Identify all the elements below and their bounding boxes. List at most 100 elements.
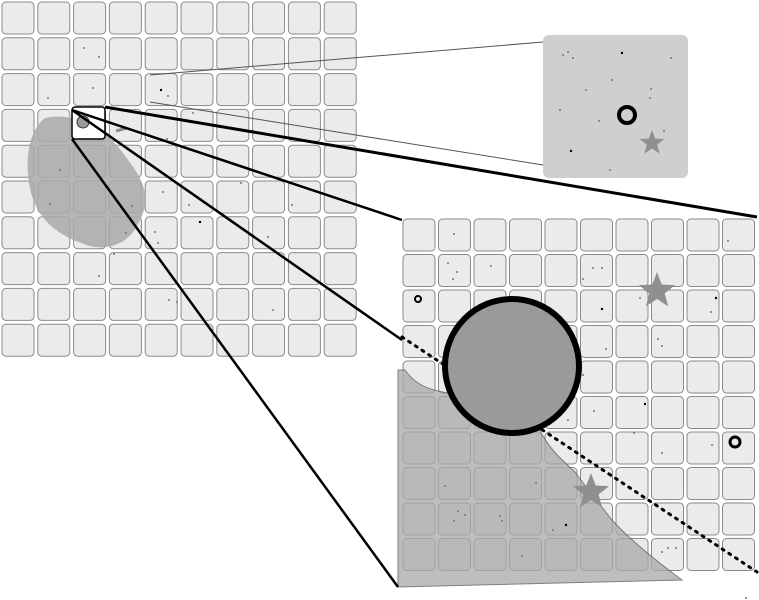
zoom-grid-cell xyxy=(402,254,436,287)
stray-dot xyxy=(745,597,747,599)
dot xyxy=(176,301,178,303)
dot xyxy=(452,278,454,280)
zoom-grid-cell xyxy=(580,254,613,287)
grid-cell xyxy=(180,1,214,35)
grid-cell xyxy=(323,1,357,35)
star-icon xyxy=(639,130,665,154)
grid-cell xyxy=(144,37,178,71)
grid-cell xyxy=(1,1,35,35)
grid-cell xyxy=(287,1,321,35)
grid-cell xyxy=(216,37,250,71)
dot xyxy=(670,57,672,59)
grid-cell xyxy=(252,216,286,250)
dot xyxy=(159,88,163,92)
zoom-grid-cell xyxy=(651,325,684,358)
connector-line xyxy=(71,108,403,342)
inset-connector-line xyxy=(149,41,544,76)
grid-cell xyxy=(73,323,107,357)
dot xyxy=(661,345,663,347)
zoom-grid-cell xyxy=(615,502,649,536)
grid-cell xyxy=(108,37,142,71)
zoom-grid-cell xyxy=(686,254,720,287)
zoom-grid-cell xyxy=(438,289,471,323)
grid-cell xyxy=(73,252,107,286)
ring-icon xyxy=(414,295,422,303)
zoom-grid-cell xyxy=(580,289,613,323)
dot xyxy=(552,529,554,531)
main-grid-dots xyxy=(47,47,293,311)
zoom-grid-cell xyxy=(686,431,720,465)
dot xyxy=(501,520,503,522)
grid-cell xyxy=(216,73,250,107)
dot xyxy=(131,205,133,207)
dot xyxy=(162,191,164,193)
dot xyxy=(49,203,51,205)
star-icon xyxy=(638,272,676,307)
dot xyxy=(661,452,663,454)
grid-cell xyxy=(73,287,107,321)
grid-cell xyxy=(144,287,178,321)
dot xyxy=(521,555,523,557)
zoom-grid-cell xyxy=(402,218,436,252)
dot xyxy=(582,278,584,280)
zoom-grid-cell xyxy=(438,218,471,252)
grid-cell xyxy=(180,144,214,178)
dot xyxy=(611,79,613,81)
dot xyxy=(453,520,455,522)
dot xyxy=(499,515,501,517)
zoom-grid-cell xyxy=(722,467,755,500)
grid-cell xyxy=(144,323,178,357)
grid-cell xyxy=(144,1,178,35)
inset-dots xyxy=(559,51,672,171)
inset-connector-line xyxy=(149,101,544,166)
zoom-grid-cell xyxy=(651,218,684,252)
grid-cell xyxy=(287,287,321,321)
grid-cell xyxy=(144,252,178,286)
dot xyxy=(92,87,94,89)
zoom-grid-cell xyxy=(722,396,755,429)
ring-icon xyxy=(617,105,637,125)
zoom-grid-cell xyxy=(615,218,649,252)
grid-cell xyxy=(287,180,321,214)
grid-cell xyxy=(1,180,35,214)
grid-cell xyxy=(252,287,286,321)
dot xyxy=(167,95,169,97)
dot xyxy=(650,88,652,90)
grid-cell xyxy=(252,1,286,35)
grid-cell xyxy=(252,180,286,214)
dot xyxy=(567,51,569,53)
connector-line xyxy=(71,108,403,222)
grid-cell xyxy=(108,252,142,286)
dot xyxy=(711,444,713,446)
zoom-grid-cell xyxy=(615,467,649,500)
grid-cell xyxy=(252,252,286,286)
grid-cell xyxy=(216,252,250,286)
dot xyxy=(192,112,194,114)
grid-cell xyxy=(216,287,250,321)
dot xyxy=(643,402,647,406)
dot xyxy=(113,253,115,255)
grid-cell xyxy=(73,37,107,71)
grid-cell xyxy=(180,323,214,357)
dot xyxy=(710,311,712,313)
dot xyxy=(83,47,85,49)
zoom-grid-cell xyxy=(686,396,720,429)
dot xyxy=(267,236,269,238)
dot xyxy=(600,307,604,311)
dot xyxy=(125,232,127,234)
zoom-grid-cell xyxy=(651,502,684,536)
grid-cell xyxy=(216,180,250,214)
grid-cell xyxy=(73,1,107,35)
zoom-grid-cell xyxy=(686,502,720,536)
dot xyxy=(657,338,659,340)
zoom-grid-cell xyxy=(473,218,507,252)
dot xyxy=(490,265,492,267)
grid-cell xyxy=(323,73,357,107)
grid-cell xyxy=(216,323,250,357)
grid-cell xyxy=(37,73,71,107)
dot xyxy=(572,57,574,59)
zoom-grid-cell xyxy=(722,538,755,571)
zoom-grid-cell xyxy=(722,502,755,536)
dot xyxy=(188,204,190,206)
